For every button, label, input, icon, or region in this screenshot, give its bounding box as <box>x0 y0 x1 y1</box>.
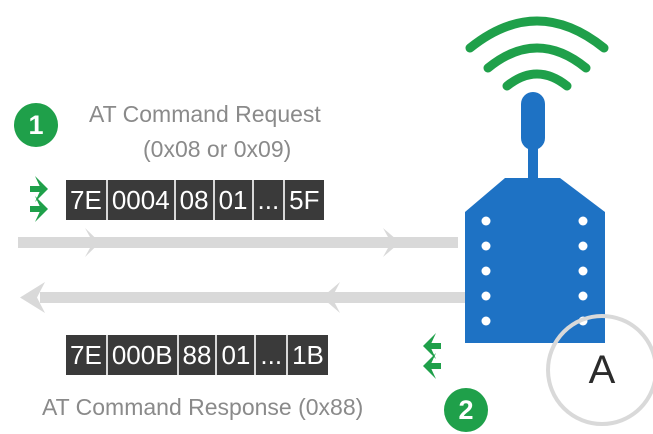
radio-module-icon <box>465 178 605 343</box>
request-title: AT Command Request <box>89 101 321 127</box>
response-byte-frame-type: 88 <box>178 335 218 375</box>
response-byte-length: 000B <box>107 335 179 375</box>
module-label: A <box>588 348 616 392</box>
response-byte-start: 7E <box>66 335 108 375</box>
request-arrow <box>18 228 458 257</box>
step-1-badge: 1 <box>14 103 58 147</box>
response-exchange-icon <box>423 333 441 379</box>
response-title: AT Command Response (0x88) <box>42 394 364 420</box>
response-packet: 7E 000B 88 01 ... 1B <box>66 335 328 375</box>
response-byte-frame-id: 01 <box>217 335 257 375</box>
response-arrow <box>20 282 465 313</box>
request-exchange-icon <box>30 176 48 222</box>
request-byte-length: 0004 <box>107 180 176 220</box>
response-byte-ellipsis: ... <box>256 335 289 375</box>
request-byte-checksum: 5F <box>285 180 324 220</box>
request-byte-frame-id: 01 <box>214 180 254 220</box>
request-subtitle: (0x08 or 0x09) <box>143 136 292 162</box>
wifi-signal-icon <box>465 16 609 91</box>
response-byte-checksum: 1B <box>288 335 328 375</box>
antenna-icon <box>521 92 545 185</box>
request-byte-frame-type: 08 <box>175 180 215 220</box>
request-packet: 7E 0004 08 01 ... 5F <box>66 180 324 220</box>
step-2-badge: 2 <box>444 388 488 432</box>
request-byte-ellipsis: ... <box>253 180 286 220</box>
module-circle <box>546 314 653 426</box>
request-byte-start: 7E <box>66 180 108 220</box>
